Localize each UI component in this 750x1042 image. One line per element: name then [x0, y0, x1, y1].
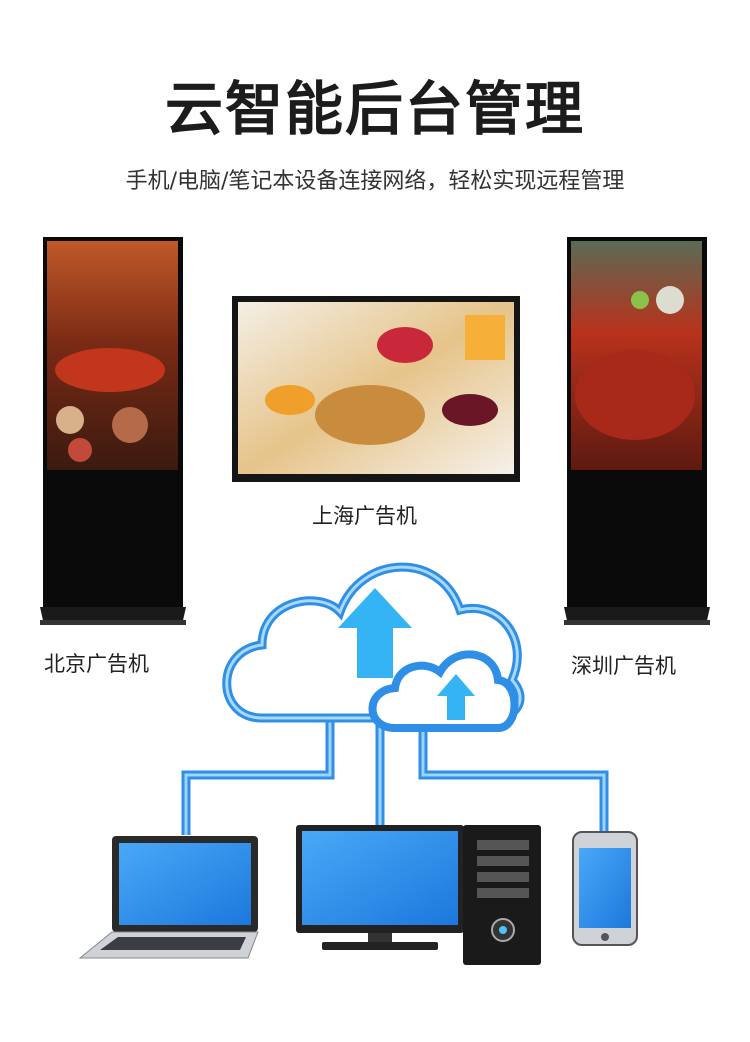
right-kiosk: [564, 237, 710, 625]
page-subtitle: 手机/电脑/笔记本设备连接网络，轻松实现远程管理: [125, 169, 625, 194]
smartphone-icon: [572, 831, 638, 946]
left-kiosk: [40, 237, 186, 625]
shenzhen-kiosk-label: 深圳广告机: [571, 654, 676, 678]
pc-tower-icon: [463, 825, 541, 965]
upload-arrow-icon: [338, 588, 412, 678]
desktop-monitor-icon: [296, 825, 464, 950]
center-monitor: [232, 296, 520, 482]
small-upload-arrow-icon: [437, 674, 475, 720]
beijing-kiosk-label: 北京广告机: [44, 652, 149, 676]
page-title: 云智能后台管理: [164, 75, 585, 143]
shanghai-monitor-label: 上海广告机: [312, 504, 417, 528]
laptop-icon: [78, 836, 259, 959]
